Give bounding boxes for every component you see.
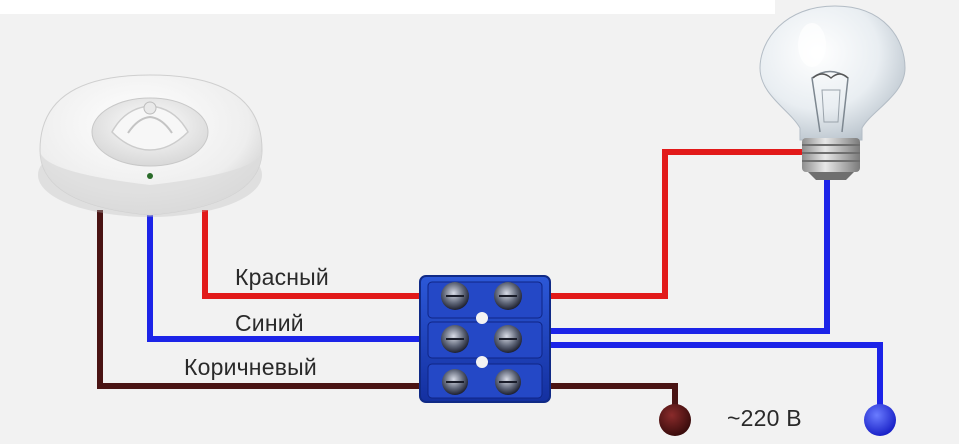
blue-supply-terminal-icon <box>864 404 896 436</box>
red-wire-sensor <box>202 210 420 299</box>
terminal-screws <box>441 282 522 395</box>
blue-wire-label: Синий <box>235 310 304 336</box>
red-wire-label: Красный <box>235 264 329 290</box>
blue-wire-bulb <box>550 175 830 334</box>
top-white-strip <box>0 0 775 14</box>
light-bulb-icon <box>759 5 906 180</box>
brown-supply-terminal-icon <box>659 404 691 436</box>
voltage-label: ~220 В <box>727 405 802 431</box>
terminal-block-icon <box>419 275 551 403</box>
motion-sensor-icon <box>38 74 263 217</box>
brown-wire <box>97 210 420 389</box>
blue-wire-sensor <box>147 213 420 342</box>
blue-wire-supply <box>550 342 883 415</box>
wires <box>97 149 883 415</box>
brown-wire-label: Коричневый <box>184 354 317 380</box>
red-wire-bulb <box>550 149 805 299</box>
brown-wire-out <box>550 383 678 415</box>
